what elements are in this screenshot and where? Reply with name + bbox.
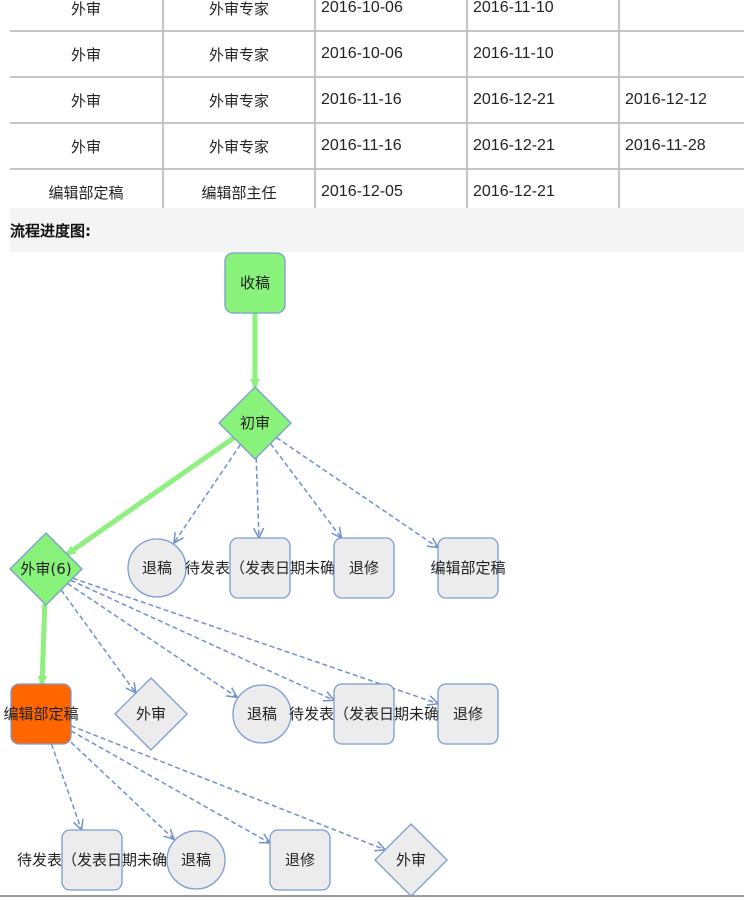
flow-node-label: 退修 <box>453 705 483 723</box>
flow-node-n4[interactable]: 退稿 <box>127 538 187 598</box>
flow-node-shape <box>232 684 292 744</box>
flow-node-label: 退稿 <box>247 705 277 723</box>
flow-node-label: 退稿 <box>142 559 172 577</box>
flow-node-n16[interactable]: 外审 <box>374 823 448 897</box>
flow-node-label: 退修 <box>349 559 379 577</box>
flow-edge-n2-n4 <box>174 444 242 543</box>
flow-edge-n8-n16 <box>70 725 385 850</box>
flow-edge-n2-n3 <box>65 435 236 557</box>
flow-node-shape <box>10 683 72 745</box>
stage-cell: 外审 <box>10 0 164 32</box>
flow-node-label: 待发表（发表日期未确 <box>17 851 167 869</box>
flow-node-n15[interactable]: 退修 <box>269 829 331 891</box>
flow-node-shape <box>333 537 395 599</box>
flow-node-label: 外审 <box>136 705 166 723</box>
flow-node-n1[interactable]: 收稿 <box>224 252 286 314</box>
flow-node-label: 待发表（发表日期未确 <box>289 705 439 723</box>
flow-node-shape <box>127 538 187 598</box>
due-date-cell: 2016-12-21 <box>467 169 620 214</box>
role-cell: 外审专家 <box>163 123 316 170</box>
flow-node-n14[interactable]: 退稿 <box>166 830 226 890</box>
flow-node-shape <box>333 683 395 745</box>
flow-node-label: 编辑部定稿 <box>430 559 505 577</box>
flow-node-label: 初审 <box>240 414 270 432</box>
flow-node-label: 编辑部定稿 <box>3 705 78 723</box>
role-cell: 外审专家 <box>163 77 316 124</box>
flow-node-n3[interactable]: 外审(6) <box>9 532 83 606</box>
flow-node-shape <box>269 829 331 891</box>
flow-edge-n8-n13 <box>50 743 81 830</box>
flow-node-n12[interactable]: 退修 <box>437 683 499 745</box>
flow-node-shape <box>229 537 291 599</box>
flow-node-shape <box>114 677 188 751</box>
start-date-cell: 2016-11-16 <box>315 77 468 124</box>
flow-node-label: 退稿 <box>181 851 211 869</box>
role-cell: 编辑部主任 <box>163 169 316 214</box>
flow-node-shape <box>437 537 499 599</box>
start-date-cell: 2016-11-16 <box>315 123 468 170</box>
start-date-cell: 2016-10-06 <box>315 31 468 78</box>
stage-cell: 外审 <box>10 31 164 78</box>
due-date-cell: 2016-11-10 <box>467 0 620 32</box>
flow-node-shape <box>9 532 83 606</box>
flow-edge-n3-n9 <box>60 589 136 693</box>
section-title: 流程进度图: <box>10 222 91 240</box>
flow-node-n7[interactable]: 编辑部定稿 <box>430 537 506 599</box>
flow-edge-n3-n8 <box>37 603 48 686</box>
flow-node-n13[interactable]: 待发表（发表日期未确 <box>17 829 167 891</box>
finish-date-cell <box>619 0 744 32</box>
flow-node-shape <box>61 829 123 891</box>
flow-edge-n2-n6 <box>269 443 341 538</box>
flow-node-n5[interactable]: 待发表（发表日期未确 <box>185 537 335 599</box>
role-cell: 外审专家 <box>163 31 316 78</box>
flow-edge-n3-n12 <box>72 577 438 703</box>
due-date-cell: 2016-12-21 <box>467 123 620 170</box>
flow-node-n6[interactable]: 退修 <box>333 537 395 599</box>
flow-edge-n3-n11 <box>70 579 334 700</box>
flow-section-header: 流程进度图: <box>10 208 744 252</box>
finish-date-cell: 2016-12-12 <box>619 77 744 124</box>
flow-node-n2[interactable]: 初审 <box>218 386 292 460</box>
start-date-cell: 2016-10-06 <box>315 0 468 32</box>
finish-date-cell <box>619 31 744 78</box>
flow-edge-n2-n7 <box>275 436 438 548</box>
role-cell: 外审专家 <box>163 0 316 32</box>
flow-node-label: 收稿 <box>240 274 270 292</box>
flow-node-n10[interactable]: 退稿 <box>232 684 292 744</box>
flow-node-n8[interactable]: 编辑部定稿 <box>3 683 79 745</box>
flow-node-shape <box>437 683 499 745</box>
bottom-divider <box>0 895 744 897</box>
flow-node-label: 外审(6) <box>20 560 71 578</box>
flow-node-n9[interactable]: 外审 <box>114 677 188 751</box>
flow-node-n11[interactable]: 待发表（发表日期未确 <box>289 683 439 745</box>
flow-node-shape <box>224 252 286 314</box>
flow-node-shape <box>166 830 226 890</box>
flow-edge-n2-n5 <box>256 457 259 538</box>
flow-node-label: 外审 <box>396 851 426 869</box>
flow-node-shape <box>218 386 292 460</box>
flow-node-label: 待发表（发表日期未确 <box>185 559 335 577</box>
due-date-cell: 2016-11-10 <box>467 31 620 78</box>
stage-cell: 外审 <box>10 77 164 124</box>
due-date-cell: 2016-12-21 <box>467 77 620 124</box>
flow-edge-n8-n15 <box>70 730 270 843</box>
stage-cell: 编辑部定稿 <box>10 169 164 214</box>
flow-node-label: 退修 <box>285 851 315 869</box>
start-date-cell: 2016-12-05 <box>315 169 468 214</box>
flow-edge-n3-n10 <box>67 582 238 697</box>
flow-edge-n8-n14 <box>70 741 174 839</box>
finish-date-cell: 2016-11-28 <box>619 123 744 170</box>
stage-cell: 外审 <box>10 123 164 170</box>
